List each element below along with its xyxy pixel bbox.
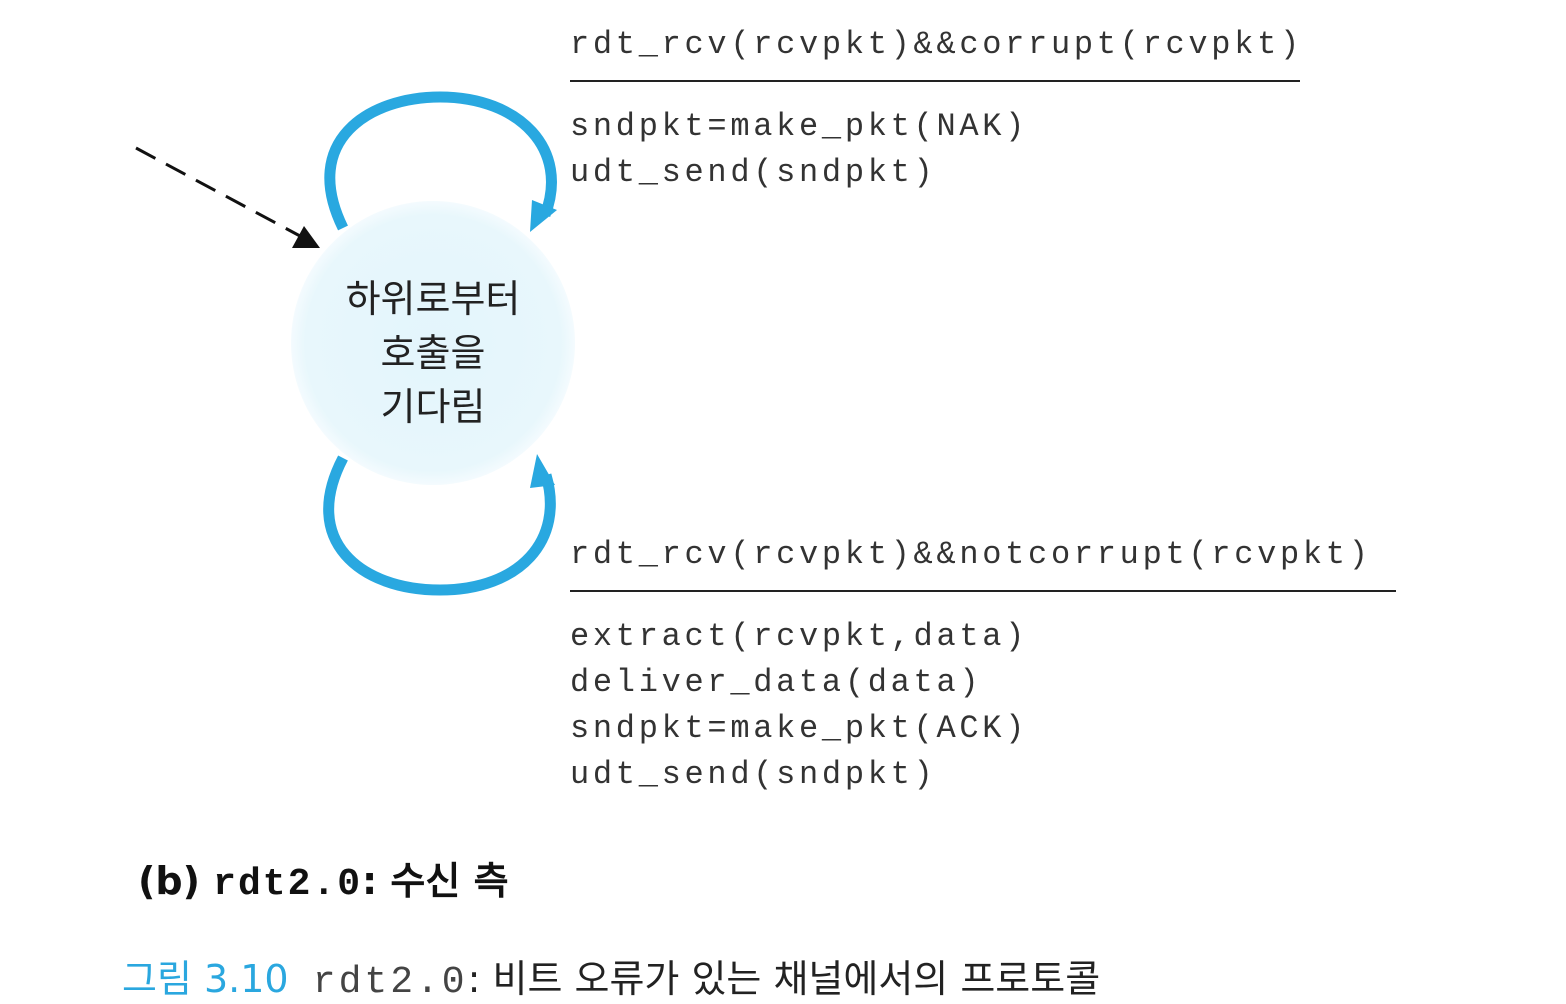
state-line: 기다림 bbox=[380, 385, 486, 429]
self-loop-top bbox=[324, 91, 557, 232]
state-line: 하위로부터 bbox=[345, 277, 521, 321]
subtitle-code: rdt2.0 bbox=[213, 863, 362, 906]
initial-arrow bbox=[135, 146, 320, 248]
transition-actions-corrupt: sndpkt=make_pkt(NAK) udt_send(sndpkt) bbox=[570, 104, 1028, 196]
action-line: deliver_data(data) bbox=[570, 664, 983, 701]
caption-code: rdt2.0 bbox=[312, 961, 468, 1004]
action-line: udt_send(sndpkt) bbox=[570, 756, 937, 793]
figure-caption: 그림 3.10 rdt2.0: 비트 오류가 있는 채널에서의 프로토콜 bbox=[122, 948, 1100, 1004]
caption-label: 그림 3.10 bbox=[122, 957, 289, 1001]
action-line: udt_send(sndpkt) bbox=[570, 154, 937, 191]
transition-divider bbox=[570, 590, 1396, 592]
caption-text: : 비트 오류가 있는 채널에서의 프로토콜 bbox=[467, 957, 1101, 1001]
subtitle-suffix: : 수신 측 bbox=[362, 859, 509, 903]
action-line: sndpkt=make_pkt(NAK) bbox=[570, 108, 1029, 145]
subtitle: (b) rdt2.0: 수신 측 bbox=[138, 850, 509, 906]
action-line: extract(rcvpkt,data) bbox=[570, 618, 1029, 655]
transition-divider bbox=[570, 80, 1300, 82]
action-line: sndpkt=make_pkt(ACK) bbox=[570, 710, 1029, 747]
subtitle-prefix: (b) bbox=[138, 859, 214, 903]
state-line: 호출을 bbox=[380, 331, 486, 375]
transition-event-notcorrupt: rdt_rcv(rcvpkt)&&notcorrupt(rcvpkt) bbox=[570, 536, 1372, 573]
transition-event-corrupt: rdt_rcv(rcvpkt)&&corrupt(rcvpkt) bbox=[570, 26, 1303, 63]
self-loop-bottom bbox=[323, 454, 556, 596]
transition-actions-notcorrupt: extract(rcvpkt,data) deliver_data(data)sn… bbox=[570, 614, 1028, 798]
state-circle bbox=[291, 201, 575, 485]
state-label: 하위로부터 호출을 기다림 bbox=[318, 272, 548, 434]
